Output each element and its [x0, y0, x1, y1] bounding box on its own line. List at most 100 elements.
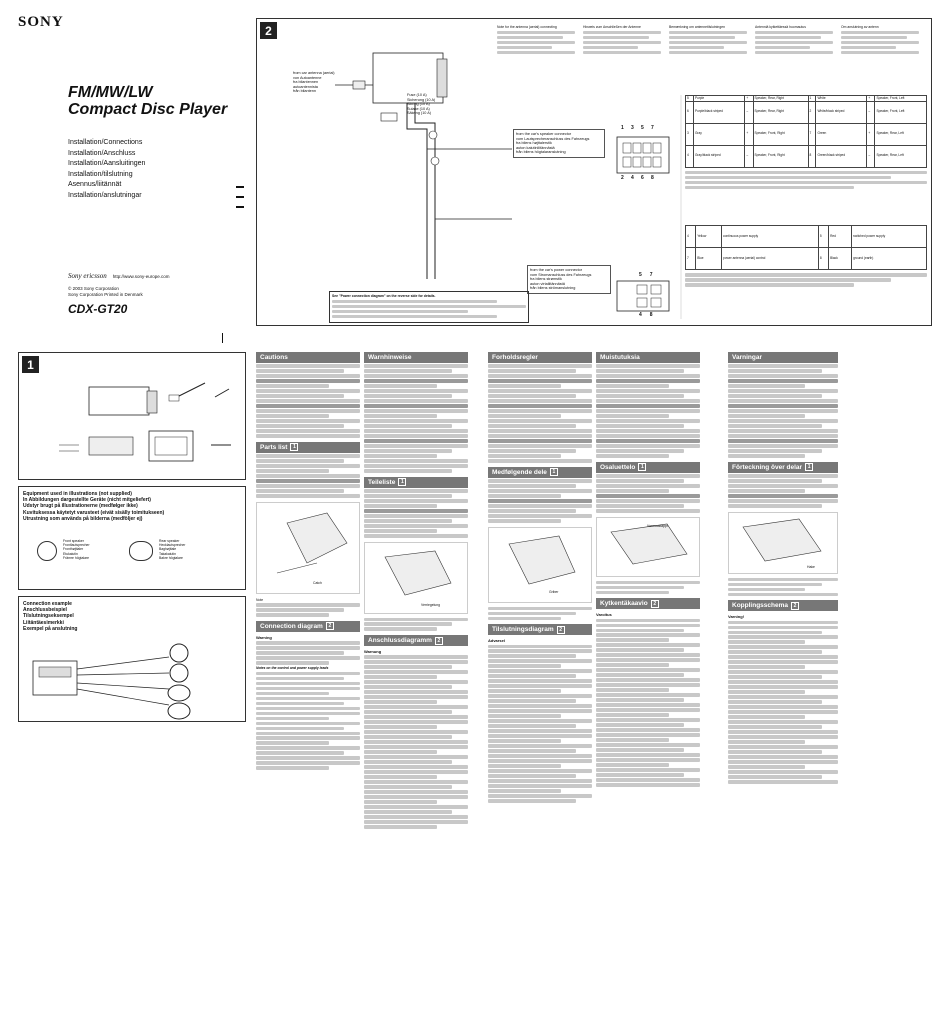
speaker-wire-table: 5 Purple + Speaker, Rear, Right 1 White …	[685, 95, 927, 191]
section-2-frame: 2 from car antenna (aerial) von Autoante…	[256, 18, 932, 326]
pin-label: 2	[621, 175, 624, 181]
website-url[interactable]: http://www.sony-europe.com	[112, 273, 170, 279]
connection-title-line: Anschlussbeispiel	[23, 607, 67, 614]
varning-heading: Varning!	[728, 614, 745, 620]
wire-pos: 4	[685, 144, 694, 168]
wire-pos: 6	[685, 100, 694, 124]
corporate-info: © 2003 Sony Corporation Sony Corporation…	[68, 286, 143, 298]
front-speaker-label: Front speaker Frontlautsprecher Fronthøj…	[63, 539, 90, 560]
catch-figure: Catch	[256, 501, 360, 594]
fold-mark	[222, 333, 223, 343]
hook-sv-figure: Hake	[728, 511, 838, 574]
sony-logo: SONY	[18, 14, 64, 30]
wire-color: Green/black striped	[815, 144, 868, 168]
power-pin-labels-bottom: 4 8	[639, 312, 653, 318]
connection-title-line: Exempel på anslutning	[23, 625, 78, 632]
language-item: Installation/Aansluitingen	[68, 160, 146, 167]
wire-color: White/black striped	[815, 100, 868, 124]
language-item: Installation/Anschluss	[68, 149, 136, 157]
wire-pos: 7	[807, 122, 817, 146]
section-header-cautions: Cautions	[256, 352, 360, 363]
power-pin-labels-top: 5 7	[639, 272, 653, 278]
hook-sv-label: Hake	[807, 564, 815, 569]
wire-sign: –	[744, 100, 754, 124]
pin-label: 4	[639, 312, 642, 318]
pin-label: 7	[651, 125, 654, 131]
lock-figure: Verriegelung	[364, 541, 468, 614]
power-pos: 7	[684, 247, 697, 270]
wire-desc: Speaker, Front, Right	[752, 122, 809, 146]
pin-labels-top: 1 3 5 7	[621, 125, 657, 131]
wire-color: Gray/black striped	[692, 144, 746, 168]
hook-label: Griber	[549, 589, 559, 594]
see-power-note: See "Power connection diagram" on the re…	[329, 291, 529, 323]
antenna-note: from car antenna (aerial) von Autoantenn…	[293, 71, 335, 94]
power-desc: switched power supply	[851, 225, 927, 248]
power-pos: 4	[684, 225, 697, 248]
note-column: Note for the antenna (aerial) connecting	[497, 25, 575, 56]
wire-sign: +	[866, 122, 876, 146]
varoitus-heading: Varoitus	[596, 612, 612, 618]
pin-label: 4	[631, 175, 634, 181]
language-item: Installation/Connections	[68, 139, 143, 146]
sony-ericsson-logo: Sony ericsson	[68, 272, 107, 280]
power-color: Black	[828, 247, 853, 270]
section-header-varningar: Varningar	[728, 352, 838, 363]
wire-desc: Speaker, Rear, Left	[874, 144, 927, 168]
fuse-line: Sicherung (10 A)	[407, 97, 436, 102]
fuse-label: Fuse (10 A) Sicherung (10 A) Sikring (10…	[407, 93, 435, 116]
wire-sign: –	[866, 144, 876, 168]
antenna-notes-row: Note for the antenna (aerial) connecting…	[497, 25, 927, 56]
note-column: Om anslutning av antenn	[841, 25, 919, 56]
wire-pos: 3	[685, 122, 694, 146]
equipment-title: Equipment used in illustrations (not sup…	[23, 491, 164, 522]
pin-label: 1	[621, 125, 624, 131]
speaker-connector-note: from the car's speaker connector vom Lau…	[513, 129, 605, 158]
note-column: Hinweis zum Anschließen der Antenne	[583, 25, 661, 56]
pin-label: 8	[651, 175, 654, 181]
wiring-diagram	[335, 52, 682, 319]
notes-on-control-heading: Notes on the control and power supply le…	[256, 666, 329, 671]
wire-sign: –	[866, 100, 876, 124]
pin-label: 7	[649, 272, 653, 278]
lock-label: Verriegelung	[421, 602, 441, 607]
language-index-marks	[236, 186, 244, 216]
wire-desc: Speaker, Rear, Right	[752, 100, 809, 124]
wire-color: Green	[815, 122, 868, 146]
power-pos: 5	[817, 225, 830, 248]
wire-pos: 8	[807, 144, 817, 168]
product-title: FM/MW/LW Compact Disc Player	[68, 84, 227, 118]
connection-title-line: Connection example	[23, 601, 72, 607]
connection-example-diagram	[32, 643, 191, 720]
fuse-line: Sulake (10 A)	[407, 106, 430, 111]
pin-label: 5	[639, 272, 642, 278]
equipment-title-line: Udstyr brugt på illustrationerne (medføl…	[23, 503, 138, 510]
power-desc: ground (earth)	[851, 247, 927, 270]
connection-title-line: Tilslutningseksempel	[23, 613, 74, 620]
wire-sign: –	[744, 144, 754, 168]
power-color: Red	[828, 225, 853, 248]
pin-label: 3	[631, 125, 634, 131]
wire-desc: Speaker, Rear, Left	[874, 122, 927, 146]
equipment-box: Equipment used in illustrations (not sup…	[18, 486, 246, 590]
wire-sign: +	[744, 122, 754, 146]
power-color: Yellow	[695, 225, 723, 248]
title-line-2: Compact Disc Player	[68, 101, 228, 118]
equipment-title-line: Utrustning som används på bilderna (medf…	[23, 515, 143, 522]
power-desc: continuous power supply	[721, 225, 819, 248]
section-1-number: 1	[22, 356, 39, 373]
equipment-title-line: Equipment used in illustrations (not sup…	[23, 491, 132, 497]
wire-desc: Speaker, Front, Right	[752, 144, 809, 168]
hook-fi-figure: Varmuustappi	[596, 516, 700, 577]
note-column: Antenniä kytkettäessä huomautus	[755, 25, 833, 56]
hook-fi-label: Varmuustappi	[647, 523, 668, 528]
